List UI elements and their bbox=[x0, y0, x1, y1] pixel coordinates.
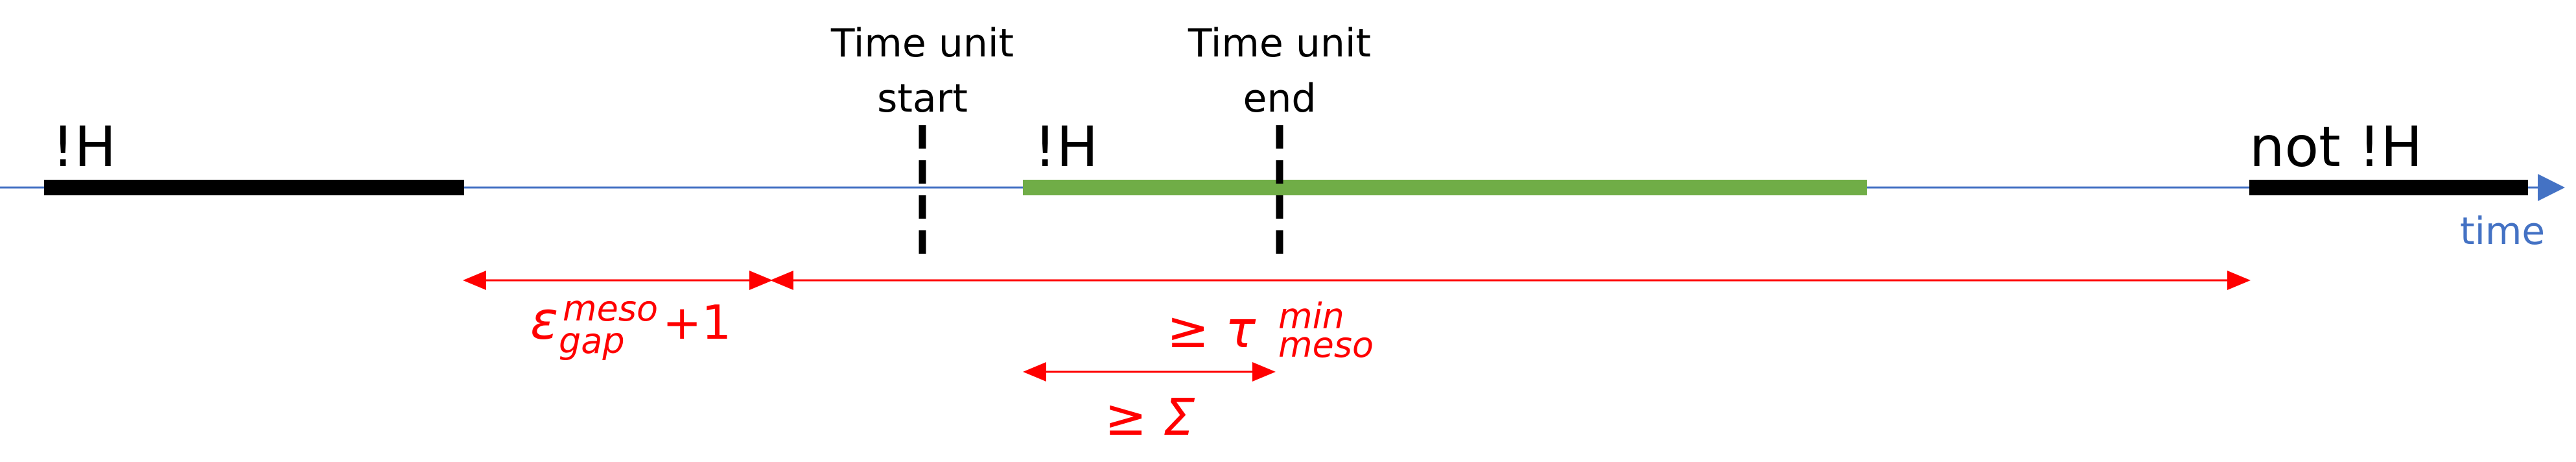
segment-right-bar bbox=[2249, 180, 2528, 195]
segment-left-bar bbox=[44, 180, 464, 195]
time-axis-label: time bbox=[2460, 209, 2545, 253]
gap-annotation: ε meso gap +1 bbox=[530, 288, 731, 361]
tau-superscript: min bbox=[1278, 296, 1344, 337]
segment-left-label: !H bbox=[52, 115, 116, 180]
gap-suffix: +1 bbox=[662, 295, 731, 350]
time-unit-end-label-line2: end bbox=[1243, 76, 1316, 121]
time-unit-start-label-line2: start bbox=[877, 76, 968, 121]
sigma-annotation: ≥ Σ bbox=[1105, 389, 1195, 447]
tau-prefix: ≥ τ bbox=[1167, 301, 1256, 359]
time-unit-end-label-line1: Time unit bbox=[1188, 21, 1371, 66]
tau-subscript: meso bbox=[1278, 324, 1374, 365]
segment-middle-bar bbox=[1023, 180, 1867, 195]
gap-superscript: meso bbox=[563, 288, 658, 329]
segment-right-label: not !H bbox=[2249, 115, 2422, 180]
gap-symbol: ε bbox=[530, 291, 558, 351]
segment-middle-label: !H bbox=[1034, 115, 1098, 180]
time-unit-start-label-line1: Time unit bbox=[830, 21, 1014, 66]
tau-min-annotation: ≥ τ min meso bbox=[1167, 296, 1374, 365]
gap-subscript: gap bbox=[559, 321, 625, 361]
